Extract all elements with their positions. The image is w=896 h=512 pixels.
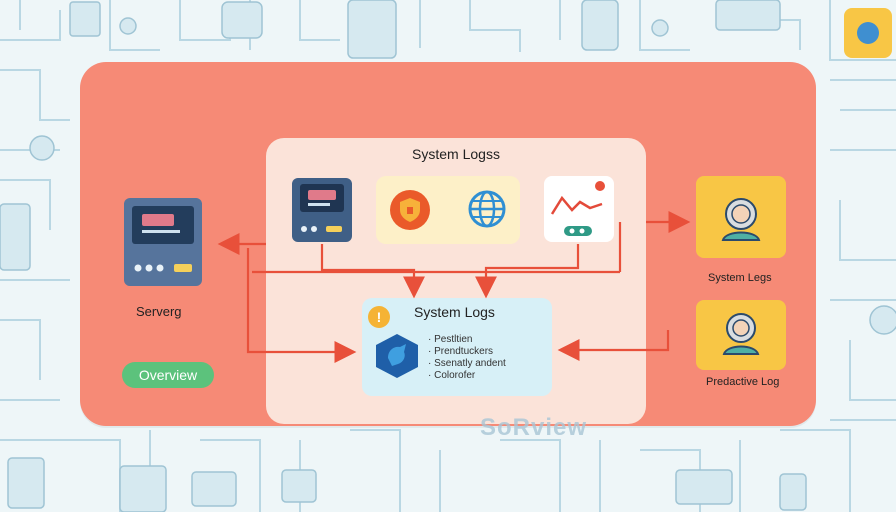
list-item: Prendtuckers [428, 346, 506, 358]
diagram-title: System Logss [412, 146, 500, 162]
list-item: Colorofer [428, 370, 506, 382]
hexagon-logo-icon [376, 334, 418, 378]
shield-icon [390, 190, 430, 230]
logs-list: Pestltien Prendtuckers Ssenatly andent C… [428, 334, 506, 382]
user-avatar-icon [696, 176, 786, 258]
globe-icon [468, 190, 506, 228]
tools-card [376, 176, 520, 244]
info-icon: ! [368, 306, 390, 328]
watermark-text: SoRview [480, 414, 588, 441]
server-label: Serverg [136, 304, 182, 319]
upper-right-label: System Legs [708, 272, 772, 284]
user-avatar-icon [696, 300, 786, 370]
lower-right-label: Predactive Log [706, 376, 780, 388]
line-chart-icon [544, 176, 614, 242]
logs-box-title: System Logs [414, 304, 495, 320]
toggle-icon [564, 226, 592, 236]
monitor-icon [292, 178, 352, 242]
list-item: Ssenatly andent [428, 358, 506, 370]
overview-badge[interactable]: Overview [122, 362, 214, 388]
list-item: Pestltien [428, 334, 506, 346]
server-icon [124, 198, 202, 286]
